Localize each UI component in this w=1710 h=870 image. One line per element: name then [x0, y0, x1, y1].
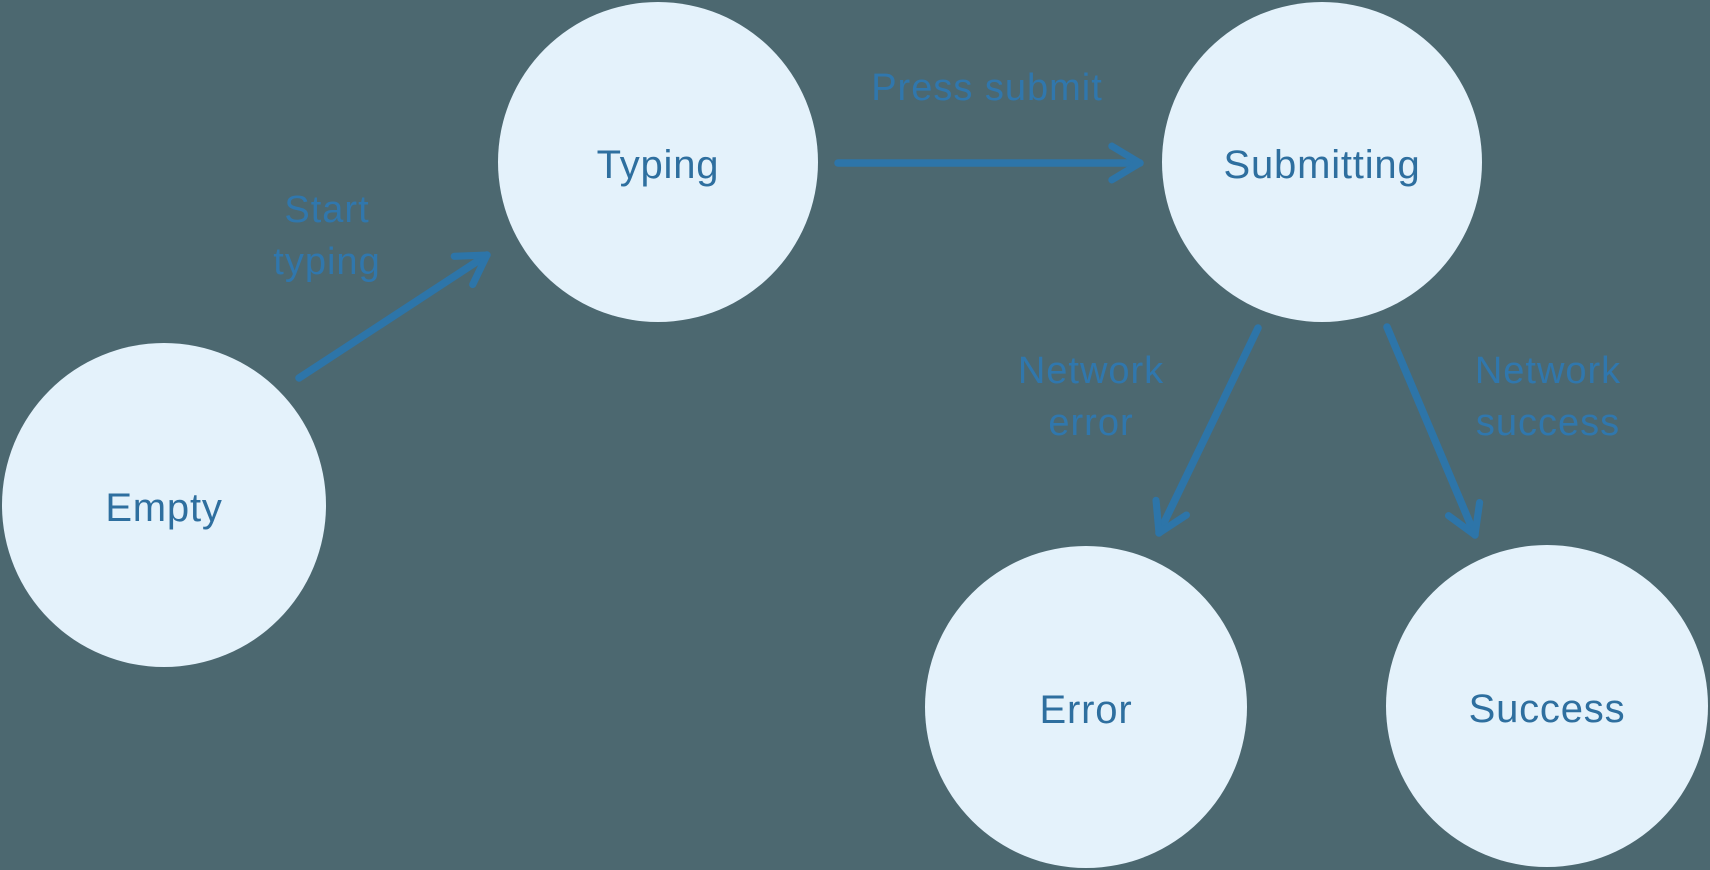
state-circle-empty: [2, 343, 326, 667]
transition-arrow-network-error: [1152, 324, 1262, 537]
transition-arrow-network-success: [1383, 323, 1484, 539]
transition-label-line: typing: [273, 241, 380, 283]
state-label-error: Error: [1040, 688, 1133, 732]
transition-label-line: Start: [284, 189, 369, 231]
transition-label-network-success: Network success: [1475, 350, 1621, 444]
transition-arrow-start-typing: [295, 251, 491, 382]
transition-label-line: Network: [1018, 350, 1164, 392]
state-circle-error: [925, 546, 1247, 868]
state-label-empty: Empty: [105, 486, 222, 530]
state-circle-typing: [498, 2, 818, 322]
state-circle-success: [1386, 545, 1708, 867]
transition-label-network-error: Network error: [1018, 350, 1164, 444]
transition-label-start-typing: Start typing: [273, 189, 380, 283]
transition-label-line: Press submit: [871, 67, 1103, 109]
state-circle-submitting: [1162, 2, 1482, 322]
transition-label-press-submit: Press submit: [871, 67, 1103, 109]
transitions-layer: [295, 142, 1484, 539]
state-label-submitting: Submitting: [1224, 143, 1421, 187]
state-label-typing: Typing: [597, 143, 720, 187]
transition-label-line: error: [1048, 402, 1133, 444]
transition-label-line: success: [1476, 402, 1620, 444]
state-label-success: Success: [1469, 687, 1626, 731]
transition-label-line: Network: [1475, 350, 1621, 392]
